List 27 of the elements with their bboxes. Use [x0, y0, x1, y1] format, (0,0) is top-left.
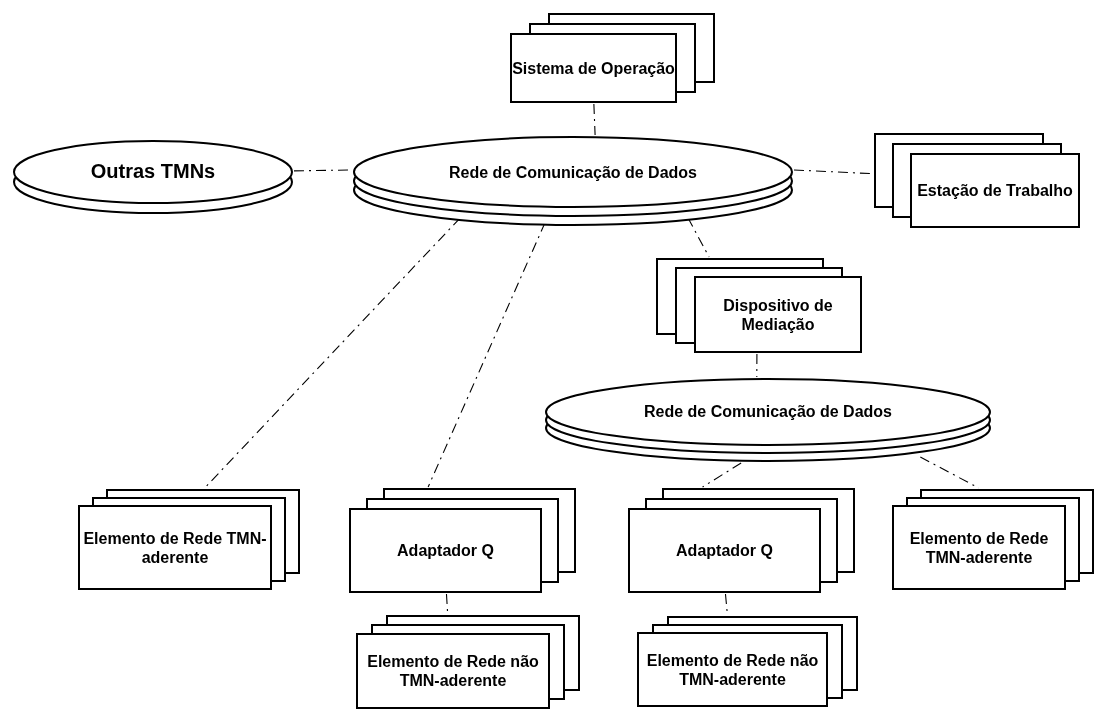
connector-line: [756, 353, 758, 378]
stacked-box: [873, 132, 1081, 229]
node-label: Elemento de Rede não TMN-aderente: [645, 650, 820, 689]
stacked-box: [655, 257, 863, 354]
stacked-box: [891, 488, 1095, 591]
stacked-ellipse: [544, 377, 992, 463]
stacked-box: [636, 615, 859, 708]
node-label: Elemento de Rede não TMN-aderente: [366, 652, 540, 690]
node-label: Rede de Comunicação de Dados: [643, 402, 892, 422]
connector-line: [593, 103, 596, 136]
node-label: Dispositivo de Mediação: [722, 295, 834, 334]
stacked-box: [348, 487, 577, 594]
stacked-box: [355, 614, 581, 710]
stacked-ellipse: [352, 135, 794, 227]
node-label: Estação de Trabalho: [917, 181, 1073, 200]
node-label: Sistema de Operação: [512, 58, 675, 78]
node-label: Adaptador Q: [676, 541, 773, 560]
stacked-box: [77, 488, 301, 591]
connector-line: [702, 462, 742, 488]
node-label: Adaptador Q: [397, 541, 494, 560]
stacked-box: [627, 487, 856, 594]
node-label: Rede de Comunicação de Dados: [448, 162, 697, 182]
node-label: Outras TMNs: [90, 162, 216, 182]
stacked-ellipse: [12, 139, 294, 215]
node-label: Elemento de Rede TMN-aderente: [908, 528, 1050, 567]
node-label: Elemento de Rede TMN-aderente: [82, 528, 268, 567]
stacked-box: [509, 12, 716, 104]
